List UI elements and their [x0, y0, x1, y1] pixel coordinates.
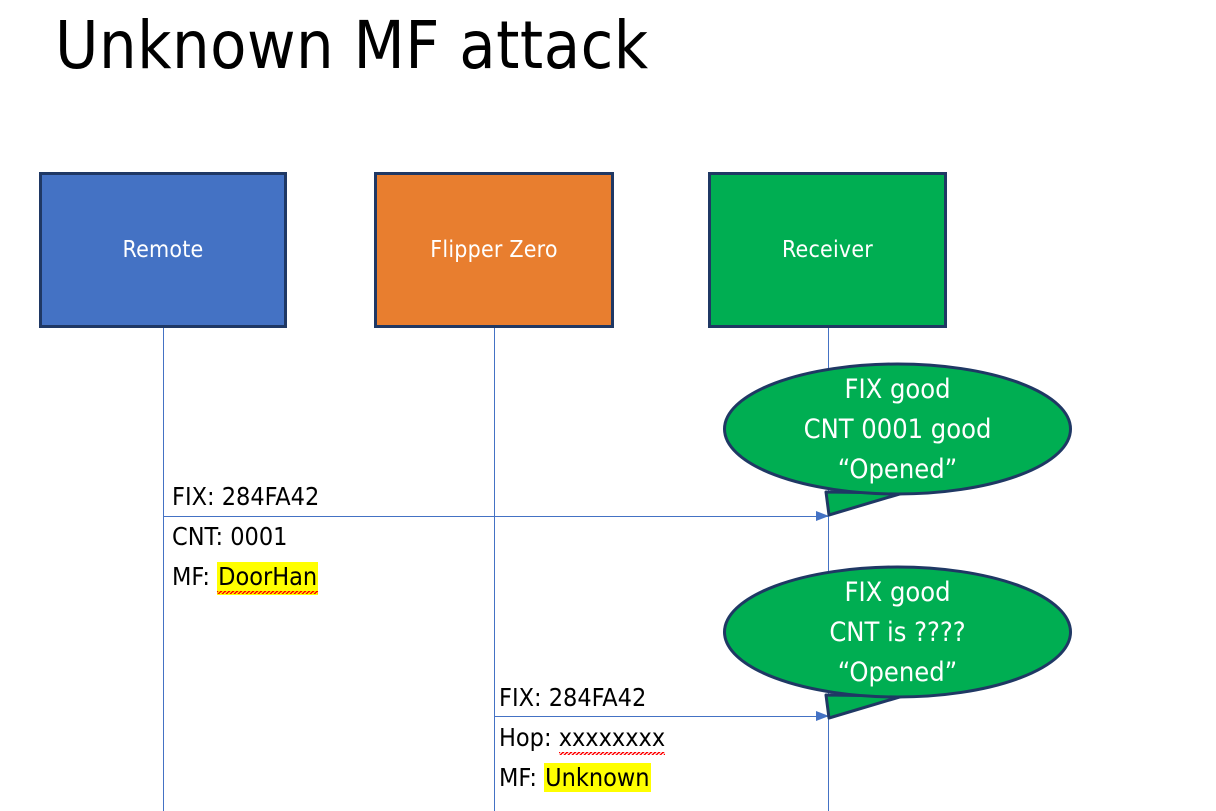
actor-label-remote: Remote — [122, 237, 204, 263]
speech-bubble-1-shape — [723, 362, 1072, 517]
actor-label-flipper: Flipper Zero — [430, 237, 558, 263]
lifeline-receiver — [828, 328, 829, 811]
message-2-line-3: MF: Unknown — [499, 758, 665, 798]
message-1-line-2-value: 0001 — [230, 522, 288, 551]
message-2-text: FIX: 284FA42 Hop: xxxxxxxx MF: Unknown — [499, 678, 666, 798]
lifeline-remote — [163, 328, 164, 811]
arrowhead-icon — [816, 711, 829, 721]
message-2-line-1: FIX: 284FA42 — [499, 678, 665, 718]
message-1-line-3-prefix: MF: — [172, 562, 218, 591]
actor-box-remote[interactable]: Remote — [39, 172, 287, 328]
message-2-line-3-value: Unknown — [544, 763, 651, 792]
message-2-line-2-prefix: Hop: — [499, 723, 559, 752]
speech-bubble-1[interactable]: FIX good CNT 0001 good “Opened” — [723, 362, 1072, 522]
actor-box-receiver[interactable]: Receiver — [708, 172, 947, 328]
message-1-line-3: MF: DoorHan — [172, 557, 319, 597]
speech-bubble-2[interactable]: FIX good CNT is ???? “Opened” — [723, 565, 1072, 725]
message-2-line-2: Hop: xxxxxxxx — [499, 718, 666, 758]
message-1-line-1-prefix: FIX: — [172, 482, 222, 511]
message-1-line-2-prefix: CNT: — [172, 522, 231, 551]
message-1-line-2: CNT: 0001 — [172, 517, 319, 557]
actor-label-receiver: Receiver — [781, 237, 874, 263]
speech-bubble-2-shape — [723, 565, 1072, 720]
message-2-line-1-value: 284FA42 — [548, 683, 647, 712]
message-arrow-1 — [163, 511, 829, 521]
message-1-line-3-value: DoorHan — [217, 562, 319, 595]
message-1-line-1-value: 284FA42 — [221, 482, 320, 511]
message-2-line-1-prefix: FIX: — [499, 683, 549, 712]
message-arrow-2 — [494, 711, 829, 721]
arrowhead-icon — [816, 511, 829, 521]
actor-box-flipper[interactable]: Flipper Zero — [374, 172, 614, 328]
page-title: Unknown MF attack — [55, 7, 649, 84]
message-1-text: FIX: 284FA42 CNT: 0001 MF: DoorHan — [172, 477, 319, 597]
message-1-line-1: FIX: 284FA42 — [172, 477, 319, 517]
message-2-line-3-prefix: MF: — [499, 763, 545, 792]
message-2-line-2-value: xxxxxxxx — [558, 723, 666, 756]
lifeline-flipper — [494, 328, 495, 811]
